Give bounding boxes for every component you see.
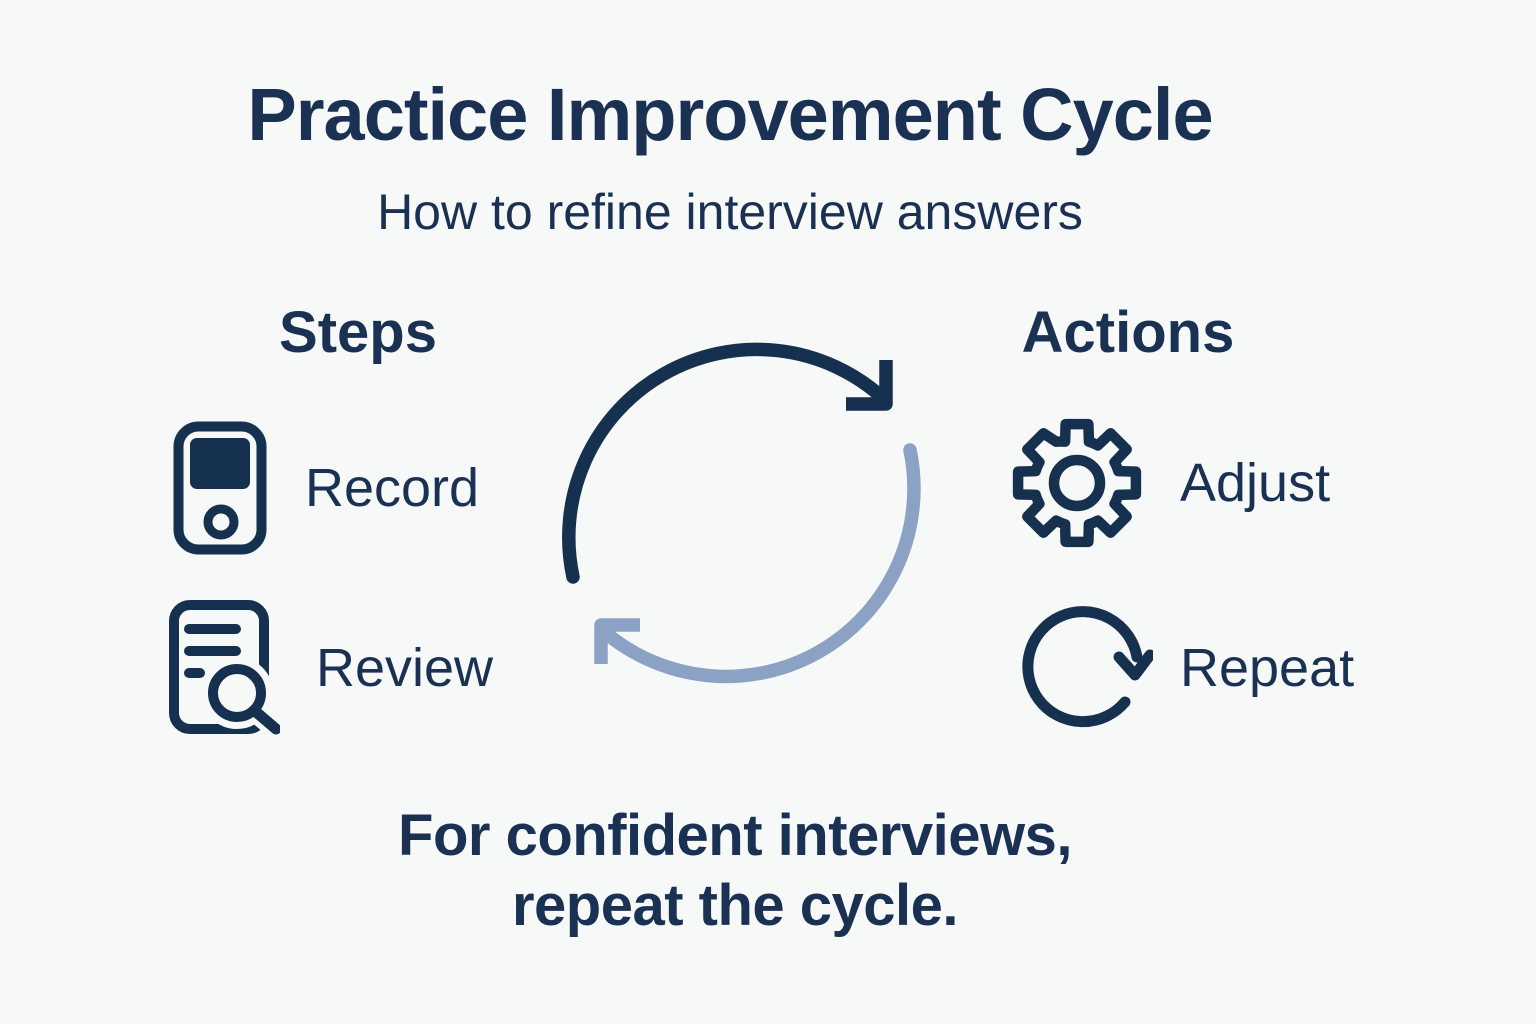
step-item-review: Review — [168, 599, 493, 737]
voice-recorder-icon — [173, 421, 267, 555]
gear-icon — [1012, 418, 1142, 548]
caption-line-2: repeat the cycle. — [511, 873, 959, 938]
step-item-record: Record — [173, 421, 479, 555]
cycle-bottom-arrowhead-icon — [594, 618, 640, 664]
page-title: Practice Improvement Cycle — [247, 73, 1213, 156]
circular-arrow-icon — [1022, 606, 1153, 728]
page-subtitle: How to refine interview answers — [377, 184, 1083, 240]
cycle-arrows-diagram — [562, 342, 921, 684]
action-item-adjust: Adjust — [1006, 412, 1330, 554]
steps-heading: Steps — [279, 300, 437, 365]
action-item-repeat: Repeat — [1013, 603, 1354, 733]
cycle-top-arrowhead-icon — [846, 360, 893, 411]
cycle-bottom-arc — [600, 443, 921, 684]
step-label-review: Review — [316, 638, 494, 698]
caption-line-1: For confident interviews, — [398, 803, 1072, 868]
cycle-top-arc — [562, 342, 891, 584]
header: Practice Improvement Cycle How to refine… — [247, 73, 1213, 240]
action-label-repeat: Repeat — [1180, 638, 1355, 698]
document-search-icon — [169, 600, 280, 737]
caption: For confident interviews, repeat the cyc… — [398, 801, 1072, 941]
actions-heading: Actions — [1021, 300, 1235, 365]
step-label-record: Record — [305, 458, 480, 518]
action-label-adjust: Adjust — [1180, 453, 1331, 513]
